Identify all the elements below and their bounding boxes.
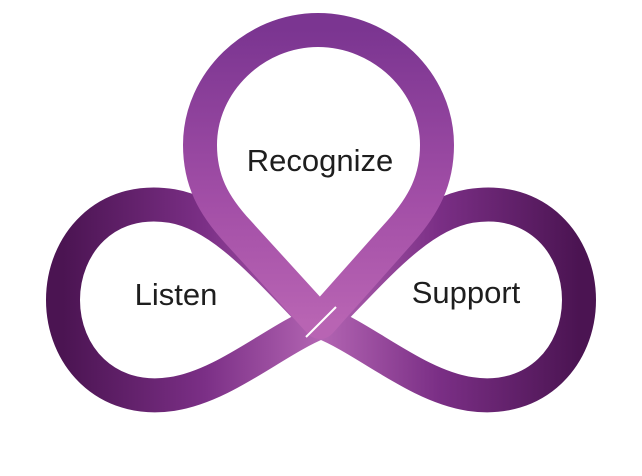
recognize-loop: [183, 13, 454, 339]
support-label: Support: [412, 275, 521, 310]
listen-label: Listen: [135, 277, 218, 312]
crossing-edge: [305, 306, 337, 338]
recognize-label: Recognize: [247, 143, 393, 178]
